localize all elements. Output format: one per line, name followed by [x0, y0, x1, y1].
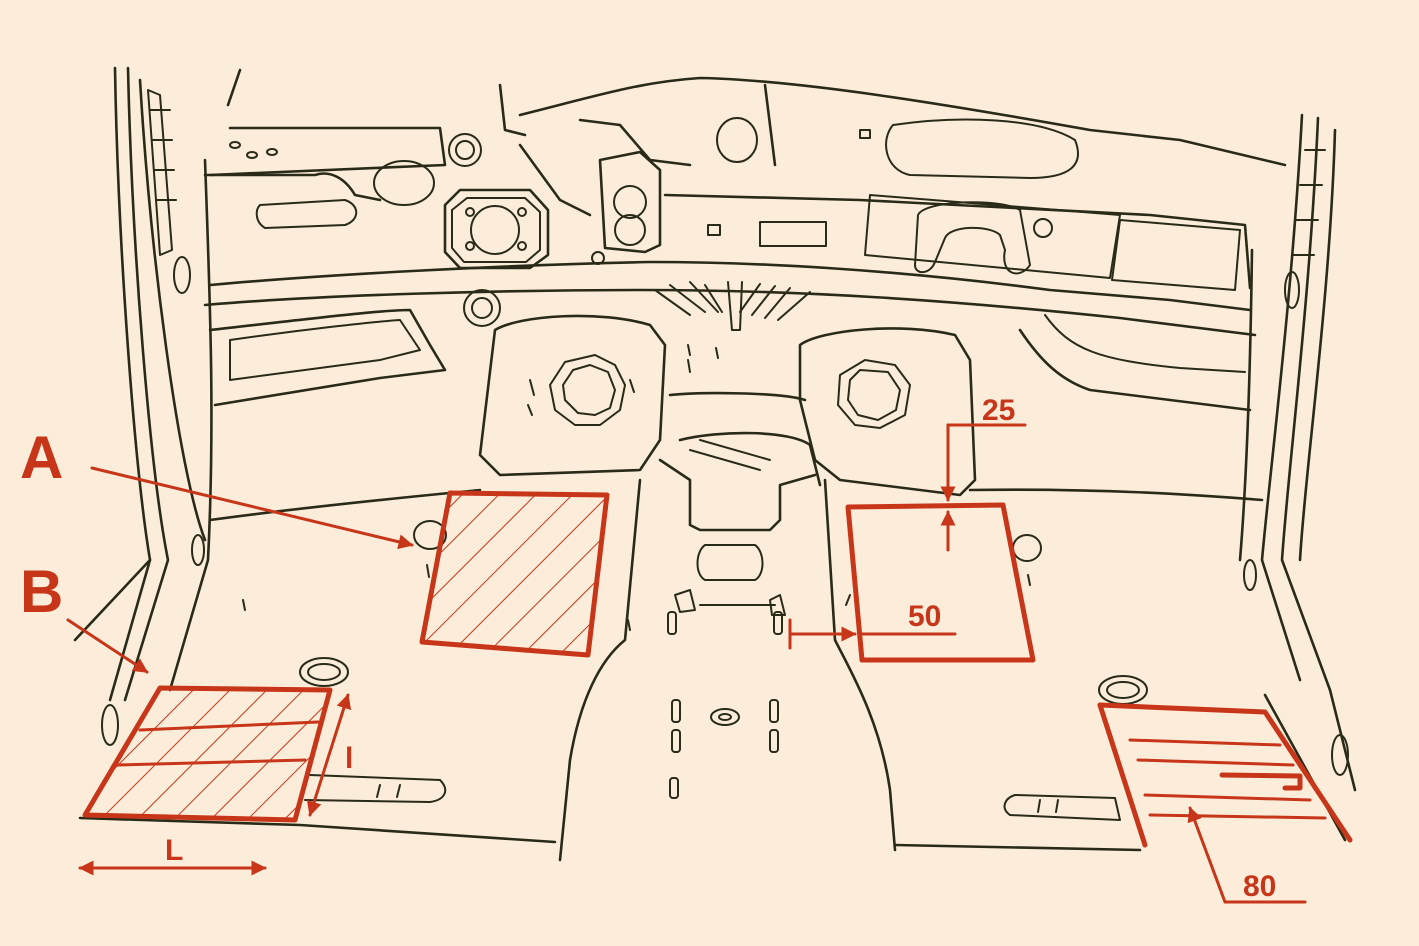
zone-b-arrow: [66, 618, 149, 674]
zone-a-hatch: [419, 490, 610, 658]
dim-80-arrow: [1187, 806, 1227, 904]
dim-l-lower-label: l: [345, 742, 353, 775]
dim-l-lower-arrow: [306, 693, 352, 817]
zone-a-arrow: [90, 466, 414, 550]
dim-80-label: 80: [1243, 870, 1276, 903]
zone-a-label: A: [20, 424, 63, 491]
rear-right-pad: [1097, 702, 1353, 848]
right-pad-outline: [845, 502, 1036, 663]
vehicle-linework: [73, 66, 1357, 862]
dim-l-upper-label: L: [165, 834, 183, 867]
zone-b-label: B: [20, 558, 63, 625]
dim-50-label: 50: [908, 600, 941, 633]
dim-25-label: 25: [982, 394, 1015, 427]
zone-b-hatch: [82, 685, 333, 823]
